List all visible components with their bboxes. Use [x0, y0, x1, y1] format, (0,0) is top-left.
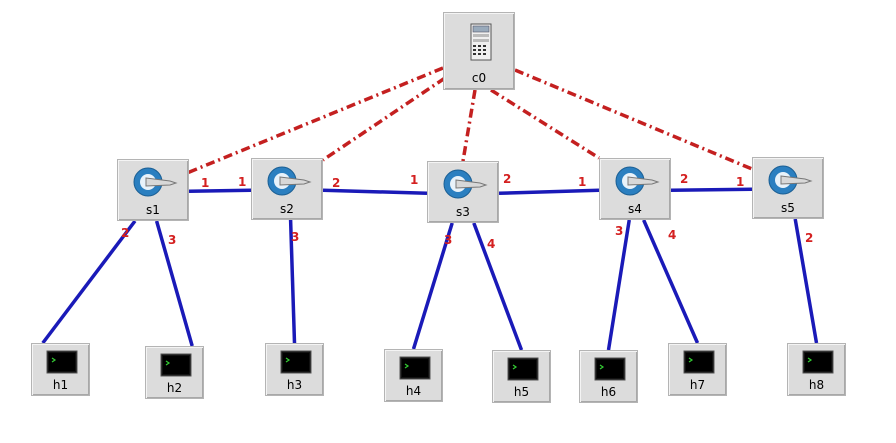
switch-icon: [615, 166, 660, 196]
switch-s3[interactable]: s3: [427, 161, 499, 223]
data-link-s3-s4: [498, 188, 600, 195]
switch-label: s3: [456, 205, 470, 219]
port-label-s3-h4: 3: [444, 233, 453, 247]
port-label-s4-h7: 4: [668, 228, 677, 242]
terminal-icon: [507, 357, 539, 381]
terminal-icon: [594, 357, 626, 381]
controller-label: c0: [471, 71, 487, 85]
host-label: h6: [600, 385, 617, 399]
switch-icon: [443, 169, 488, 199]
port-label-s4-s5-a: 2: [680, 172, 689, 186]
port-label-s5-h8: 2: [805, 231, 814, 245]
port-label-s3-h5: 4: [487, 237, 496, 251]
host-h7[interactable]: h7: [668, 343, 727, 396]
control-link-s1: [186, 66, 444, 175]
host-label: h5: [513, 385, 530, 399]
control-link-s5: [514, 68, 753, 171]
port-label-s4-h6: 3: [615, 224, 624, 238]
port-label-s4-s5-b: 1: [736, 175, 745, 189]
host-label: h1: [52, 378, 69, 392]
server-icon: [470, 23, 492, 61]
port-label-s2-s3-a: 2: [332, 176, 341, 190]
terminal-icon: [399, 356, 431, 380]
host-label: h7: [689, 378, 706, 392]
data-link-s2-h3: [288, 219, 297, 344]
data-link-s4-h7: [642, 219, 700, 344]
switch-label: s5: [781, 201, 795, 215]
control-link-s4: [490, 88, 600, 160]
switch-label: s4: [628, 202, 642, 216]
control-link-s2: [322, 76, 446, 162]
port-label-s2-s3-b: 1: [410, 173, 419, 187]
switch-label: s1: [146, 203, 160, 217]
host-h4[interactable]: h4: [384, 349, 443, 402]
host-h5[interactable]: h5: [492, 350, 551, 403]
data-link-s1-s2: [188, 188, 252, 193]
port-label-s2-h3: 3: [291, 230, 300, 244]
host-label: h2: [166, 381, 183, 395]
data-link-s3-h4: [411, 222, 454, 350]
host-label: h8: [808, 378, 825, 392]
switch-icon: [768, 165, 813, 195]
terminal-icon: [46, 350, 78, 374]
data-link-s5-h8: [793, 218, 819, 344]
host-label: h3: [286, 378, 303, 392]
switch-s4[interactable]: s4: [599, 158, 671, 220]
switch-s2[interactable]: s2: [251, 158, 323, 220]
switch-label: s2: [280, 202, 294, 216]
terminal-icon: [683, 350, 715, 374]
port-label-s3-s4-a: 2: [503, 172, 512, 186]
data-links: [41, 187, 819, 351]
control-link-s3: [461, 89, 477, 162]
switch-icon: [133, 167, 178, 197]
host-h6[interactable]: h6: [579, 350, 638, 403]
port-label-s1-s2-a: 1: [201, 176, 210, 190]
port-label-s1-s2-b: 1: [238, 175, 247, 189]
data-link-s1-h2: [154, 220, 194, 347]
data-link-s3-h5: [472, 222, 524, 351]
data-link-s2-s3: [322, 188, 428, 195]
data-link-s1-h1: [41, 219, 137, 345]
terminal-icon: [160, 353, 192, 377]
terminal-icon: [280, 350, 312, 374]
port-label-s1-h1: 2: [121, 226, 130, 240]
host-h3[interactable]: h3: [265, 343, 324, 396]
data-link-s4-s5: [670, 187, 753, 192]
terminal-icon: [802, 350, 834, 374]
host-label: h4: [405, 384, 422, 398]
controller-links: [186, 66, 753, 175]
controller-c0[interactable]: c0: [443, 12, 515, 90]
data-link-s4-h6: [606, 219, 631, 351]
switch-s1[interactable]: s1: [117, 159, 189, 221]
switch-s5[interactable]: s5: [752, 157, 824, 219]
host-h8[interactable]: h8: [787, 343, 846, 396]
host-h2[interactable]: h2: [145, 346, 204, 399]
switch-icon: [267, 166, 312, 196]
port-label-s1-h2: 3: [168, 233, 177, 247]
port-label-s3-s4-b: 1: [578, 175, 587, 189]
host-h1[interactable]: h1: [31, 343, 90, 396]
